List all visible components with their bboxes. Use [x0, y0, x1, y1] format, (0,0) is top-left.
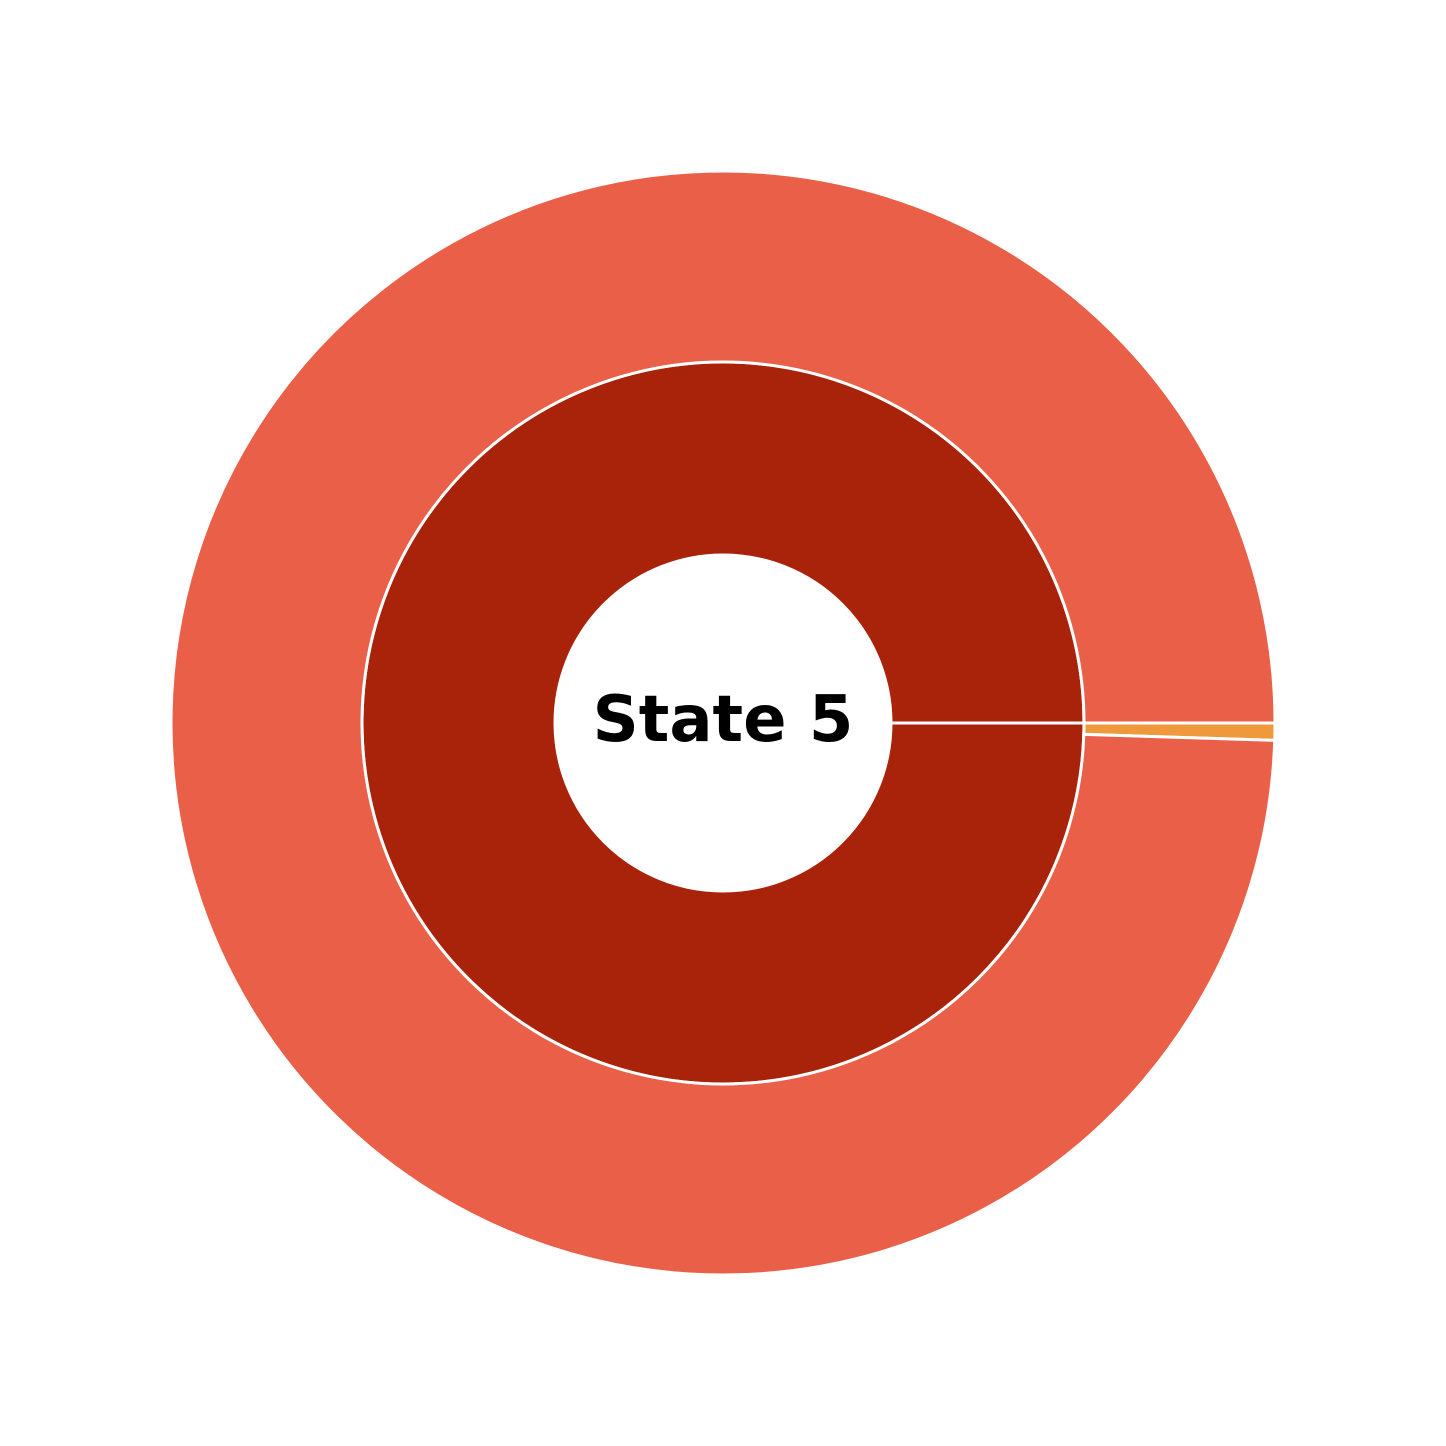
- slices-layer: [169, 169, 1277, 1277]
- center-label: State 5: [593, 683, 854, 757]
- outer-ring-slice-1: [169, 169, 1277, 1277]
